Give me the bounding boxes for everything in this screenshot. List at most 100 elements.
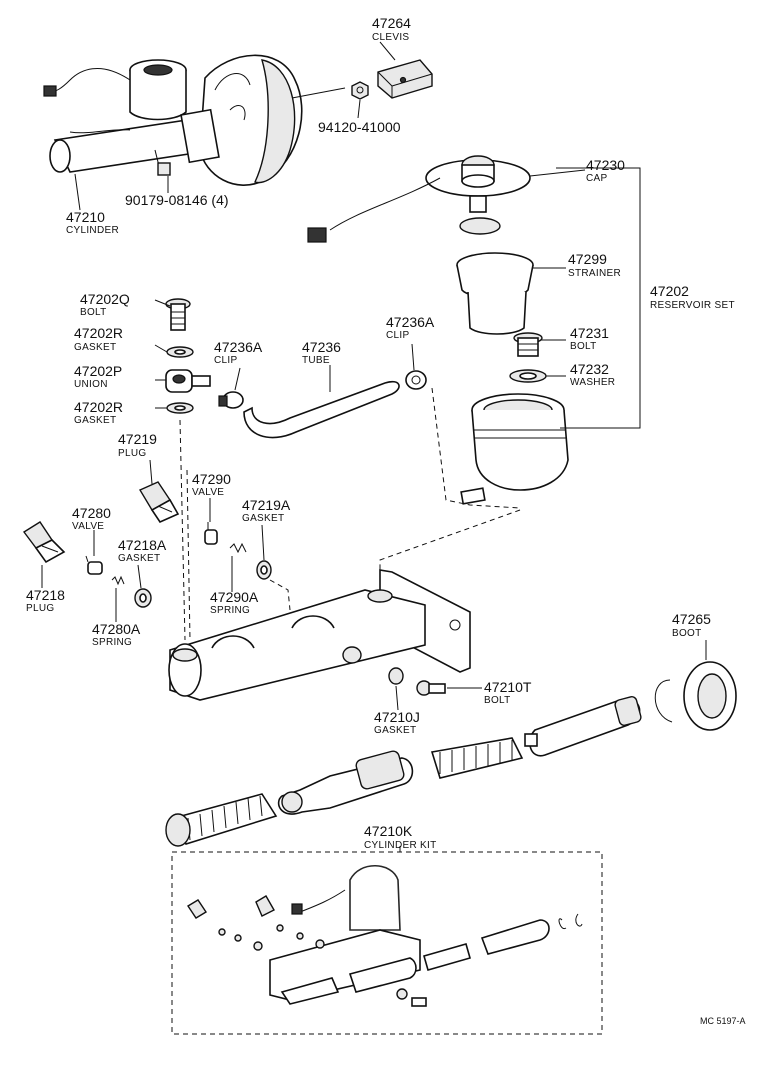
svg-text:PLUG: PLUG xyxy=(118,448,146,459)
svg-text:47218A: 47218A xyxy=(118,537,167,553)
svg-text:47202Q: 47202Q xyxy=(80,291,130,307)
svg-text:STRAINER: STRAINER xyxy=(568,268,621,279)
svg-text:BOLT: BOLT xyxy=(80,307,107,318)
callout-47290A: 47290A SPRING xyxy=(210,589,259,616)
svg-text:47290A: 47290A xyxy=(210,589,259,605)
svg-text:47218: 47218 xyxy=(26,587,65,603)
union-bolt-part xyxy=(165,298,191,331)
svg-text:94120-41000: 94120-41000 xyxy=(318,119,401,135)
svg-text:47230: 47230 xyxy=(586,157,625,173)
svg-text:VALVE: VALVE xyxy=(192,487,224,498)
svg-text:BOLT: BOLT xyxy=(484,695,511,706)
callout-47230: 47230 CAP xyxy=(586,157,625,184)
boot-47265-part xyxy=(683,661,737,731)
svg-text:BOLT: BOLT xyxy=(570,341,597,352)
reservoir-bolt-part xyxy=(513,332,543,357)
tube-part xyxy=(243,380,400,439)
callout-47236A-left: 47236A CLIP xyxy=(214,339,263,366)
svg-text:47236A: 47236A xyxy=(214,339,263,355)
secondary-piston-part xyxy=(277,750,414,815)
callout-47210T: 47210T BOLT xyxy=(484,679,532,706)
callout-47231: 47231 BOLT xyxy=(570,325,609,352)
cylinder-kit-contents xyxy=(187,865,583,1007)
svg-text:RESERVOIR SET: RESERVOIR SET xyxy=(650,300,735,311)
svg-text:47219: 47219 xyxy=(118,431,157,447)
callout-47202P: 47202P UNION xyxy=(74,363,122,390)
callout-47202R-bottom: 47202R GASKET xyxy=(74,399,123,426)
svg-text:CYLINDER: CYLINDER xyxy=(66,225,119,236)
gasket-47218A-part xyxy=(134,588,152,608)
svg-text:GASKET: GASKET xyxy=(242,513,284,524)
svg-text:TUBE: TUBE xyxy=(302,355,330,366)
callout-47264: 47264 CLEVIS xyxy=(372,15,411,43)
callout-47218: 47218 PLUG xyxy=(26,587,65,614)
plug-47219-part xyxy=(138,481,180,524)
svg-text:CAP: CAP xyxy=(586,173,607,184)
svg-text:CYLINDER KIT: CYLINDER KIT xyxy=(364,840,437,851)
svg-text:PLUG: PLUG xyxy=(26,603,54,614)
svg-text:90179-08146 (4): 90179-08146 (4) xyxy=(125,192,229,208)
callout-47236A-right: 47236A CLIP xyxy=(386,314,435,341)
svg-text:47231: 47231 xyxy=(570,325,609,341)
reservoir-washer-part xyxy=(509,369,547,383)
valve-47280-part xyxy=(85,555,103,575)
svg-text:47202R: 47202R xyxy=(74,325,123,341)
svg-text:47210: 47210 xyxy=(66,209,105,225)
spring-primary-part xyxy=(430,737,524,779)
callout-47280A: 47280A SPRING xyxy=(92,621,141,648)
callout-47219A: 47219A GASKET xyxy=(242,497,291,524)
svg-text:47210K: 47210K xyxy=(364,823,413,839)
booster-assembly-illustration xyxy=(43,54,346,186)
svg-text:GASKET: GASKET xyxy=(118,553,160,564)
svg-text:47265: 47265 xyxy=(672,611,711,627)
callout-47218A: 47218A GASKET xyxy=(118,537,167,564)
reservoir-tank-part xyxy=(460,393,569,505)
svg-text:GASKET: GASKET xyxy=(374,725,416,736)
callout-47210J: 47210J GASKET xyxy=(374,709,420,736)
clip-right-part xyxy=(405,370,427,390)
union-part xyxy=(165,369,211,393)
svg-text:47236: 47236 xyxy=(302,339,341,355)
assembly-guides xyxy=(179,387,521,641)
svg-text:47236A: 47236A xyxy=(386,314,435,330)
callout-47299: 47299 STRAINER xyxy=(568,251,621,279)
valve-47290-part xyxy=(204,522,218,545)
nut-94120-part xyxy=(351,81,369,100)
reservoir-strainer-part xyxy=(456,252,534,335)
callout-47202R-top: 47202R GASKET xyxy=(74,325,123,353)
callout-94120-41000: 94120-41000 xyxy=(318,119,401,135)
plug-47218-part xyxy=(22,521,66,564)
drawing-reference-code: MC 5197-A xyxy=(700,1016,746,1026)
svg-text:47264: 47264 xyxy=(372,15,411,31)
svg-text:47202P: 47202P xyxy=(74,363,122,379)
gasket-47210J-part xyxy=(388,667,404,685)
callout-47236: 47236 TUBE xyxy=(302,339,341,366)
callout-47280: 47280 VALVE xyxy=(72,505,111,532)
svg-text:47202R: 47202R xyxy=(74,399,123,415)
spring-secondary-part xyxy=(165,793,278,847)
svg-text:47280: 47280 xyxy=(72,505,111,521)
svg-text:CLIP: CLIP xyxy=(386,330,409,341)
svg-text:GASKET: GASKET xyxy=(74,415,116,426)
svg-text:47290: 47290 xyxy=(192,471,231,487)
gasket-47219A-part xyxy=(256,560,272,580)
callout-47202: 47202 RESERVOIR SET xyxy=(650,283,735,311)
svg-text:47202: 47202 xyxy=(650,283,689,299)
callout-47219: 47219 PLUG xyxy=(118,431,157,459)
callout-47265: 47265 BOOT xyxy=(672,611,711,639)
snap-ring-part xyxy=(654,679,673,723)
svg-text:BOOT: BOOT xyxy=(672,628,702,639)
svg-text:47210J: 47210J xyxy=(374,709,420,725)
callout-47210: 47210 CYLINDER xyxy=(66,209,119,236)
svg-text:SPRING: SPRING xyxy=(92,637,132,648)
clip-left-part xyxy=(218,391,244,409)
callout-47290: 47290 VALVE xyxy=(192,471,231,498)
svg-text:GASKET: GASKET xyxy=(74,342,116,353)
svg-text:SPRING: SPRING xyxy=(210,605,250,616)
callout-47210K: 47210K CYLINDER KIT xyxy=(364,823,437,851)
callout-47232: 47232 WASHER xyxy=(570,361,615,388)
callout-47202Q: 47202Q BOLT xyxy=(80,291,130,318)
reservoir-set-bracket xyxy=(556,167,641,429)
svg-text:CLEVIS: CLEVIS xyxy=(372,32,409,43)
